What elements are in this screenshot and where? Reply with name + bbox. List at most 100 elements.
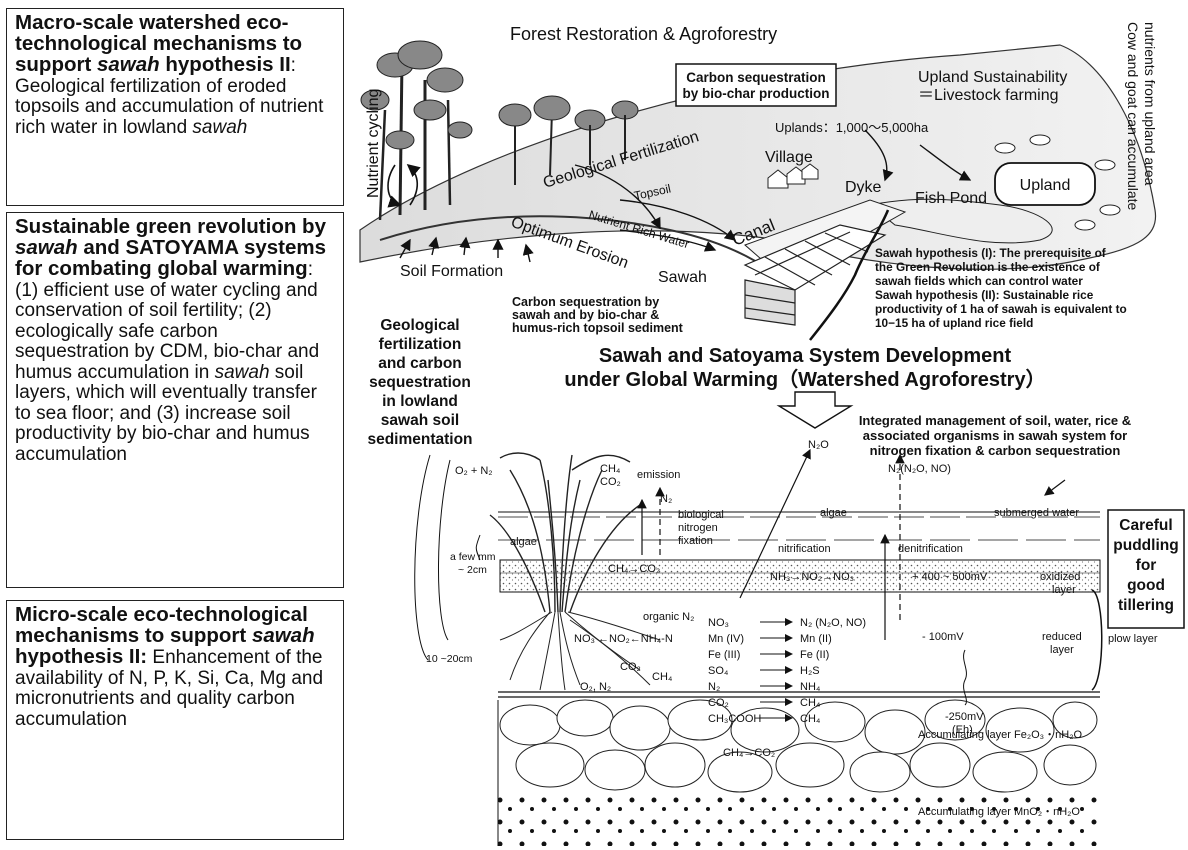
mv-high-label: + 400 ~ 500mV [912, 571, 988, 583]
dyke-label: Dyke [845, 179, 882, 196]
green-revolution-panel: Sustainable green revolution by sawah an… [6, 212, 344, 588]
redox-right-item: NH₄ [800, 681, 821, 693]
two-cm-label: ~ 2cm [458, 564, 487, 576]
careful-line-4: good [1127, 577, 1165, 594]
integrated-line-3: nitrogen fixation & carbon sequestration [870, 443, 1121, 458]
plow-layer-label: plow layer [1108, 633, 1158, 645]
root-ch4-label: CH₄ [652, 671, 673, 683]
geological-fertilization-block: Geological fertilization and carbon sequ… [367, 317, 472, 448]
macro-scale-panel: Macro-scale watershed eco-technological … [6, 8, 344, 206]
cs-sawah-2: sawah and by bio-char & [512, 308, 659, 322]
o2-n2-label: O₂ + N₂ [455, 465, 493, 477]
geo-line-5: in lowland [382, 393, 458, 410]
down-arrow-icon [779, 392, 851, 428]
mv-100-label: - 100mV [922, 631, 964, 643]
cow-note-2: nutrients from upland area [1142, 22, 1158, 186]
ch4-label: CH₄ [600, 463, 621, 475]
bio-line-1: biological [678, 509, 724, 521]
co2-label: CO₂ [600, 476, 621, 488]
cs-sawah-1: Carbon sequestration by [512, 295, 659, 309]
n2o-label: N₂O [808, 439, 829, 451]
geo-line-7: sedimentation [367, 431, 472, 448]
panel-title: Macro-scale watershed eco-technological … [15, 11, 302, 76]
redox-left-item: NO₃ [708, 617, 729, 629]
careful-line-3: for [1136, 557, 1157, 574]
geo-line-2: fertilization [379, 336, 462, 353]
redox-right-item: H₂S [800, 665, 820, 677]
accum-mn-label: Accumulating layer MnO₂・nH₂O [918, 806, 1080, 818]
integrated-line-1: Integrated management of soil, water, ri… [859, 413, 1131, 428]
cs-sawah-3: humus-rich topsoil sediment [512, 321, 684, 335]
carbon-box-line1: Carbon sequestration [686, 70, 826, 85]
redox-left-item: CO₂ [708, 697, 729, 709]
redox-left-item: CH₃COOH [708, 713, 761, 725]
redox-right-item: Fe (II) [800, 649, 829, 661]
organic-n-label: organic N₂ [643, 611, 694, 623]
denitrification-label: denitrification [898, 543, 963, 555]
redox-left-item: Mn (IV) [708, 633, 744, 645]
cow-note-1: Cow and goat can accumulate [1125, 22, 1141, 211]
redox-right-item: Mn (II) [800, 633, 832, 645]
hypothesis-2-line1: Sawah hypothesis (II): Sustainable rice [875, 288, 1094, 302]
ch4-co2-label: CH₄→CO₂ [608, 563, 660, 575]
oxidized-line-1: oxidized [1040, 571, 1080, 583]
redox-right-item: N₂ (N₂O, NO) [800, 617, 866, 629]
hypothesis-2-line3: 10−15 ha of upland rice field [875, 316, 1033, 330]
root-co2-label: CO₂ [620, 661, 641, 673]
upland-sustainability: Upland Sustainability [918, 69, 1067, 86]
nh3-chain-label: NH₃→NO₂→NO₃ [770, 571, 854, 583]
panel-title: Sustainable green revolution by sawah an… [15, 215, 326, 280]
geo-line-3: and carbon [378, 355, 462, 372]
bio-line-3: fixation [678, 535, 713, 547]
livestock-label: ＝Livestock farming [918, 87, 1059, 104]
n2-label: N₂ [660, 493, 672, 505]
bio-line-2: nitrogen [678, 522, 718, 534]
village-label: Village [765, 149, 813, 166]
geo-line-6: sawah soil [381, 412, 459, 429]
forest-title: Forest Restoration & Agroforestry [510, 24, 777, 44]
rice-roots [500, 612, 660, 690]
few-mm-label: a few mm [450, 551, 496, 563]
hypothesis-1-line3: sawah fields which can control water [875, 274, 1083, 288]
reduced-line-1: reduced [1042, 631, 1082, 643]
system-title-line1: Sawah and Satoyama System Development [599, 345, 1012, 367]
sawah-label: Sawah [658, 269, 707, 286]
algae-left-label: algae [510, 536, 537, 548]
submerged-water-label: submerged water [994, 507, 1079, 519]
redox-left-item: N₂ [708, 681, 720, 693]
accum-fe-label: Accumulating layer Fe₂O₃・nH₂O [918, 729, 1082, 741]
geo-line-4: sequestration [369, 374, 471, 391]
careful-line-5: tillering [1118, 597, 1174, 614]
careful-line-2: puddling [1113, 537, 1178, 554]
hypothesis-2-line2: productivity of 1 ha of sawah is equival… [875, 302, 1127, 316]
redox-left-item: Fe (III) [708, 649, 740, 661]
mv-250-label: -250mV [945, 711, 984, 723]
redox-right-item: CH₄ [800, 713, 821, 725]
no3-chain-label: NO₃ ←NO₂←NH₄-N [574, 633, 673, 645]
emission-label: emission [637, 469, 680, 481]
carbon-box-line2: by bio-char production [683, 86, 830, 101]
soil-profile: O₂ + N₂ CH₄ CO₂ emission N₂ N₂O N₂(N₂O, … [415, 439, 1158, 846]
redox-right-item: CH₄ [800, 697, 821, 709]
integrated-line-2: associated organisms in sawah system for [863, 428, 1127, 443]
geo-line-1: Geological [380, 317, 459, 334]
landscape: Forest Restoration & Agroforestry Carbon… [360, 22, 1158, 340]
nitrification-label: nitrification [778, 543, 831, 555]
upland-label: Upland [1020, 177, 1071, 194]
system-title-line2: under Global Warming（Watershed Agrofores… [564, 368, 1045, 391]
fish-pond-label: Fish Pond [915, 190, 987, 207]
ch4-co2-lower-label: CH₄→CO₂ [723, 747, 775, 759]
redox-left-item: SO₄ [708, 665, 729, 677]
nutrient-cycling-label: Nutrient cycling [365, 89, 382, 198]
algae-right-label: algae [820, 507, 847, 519]
careful-line-1: Careful [1119, 517, 1172, 534]
watershed-diagram: Forest Restoration & Agroforestry Carbon… [340, 0, 1188, 850]
uplands-area: Uplands：1,000～5,000ha [775, 120, 929, 135]
nutrient-cycle-icon [388, 165, 417, 205]
n2-n2o-no-label: N₂(N₂O, NO) [888, 463, 951, 475]
micro-scale-panel: Micro-scale eco-technological mechanisms… [6, 600, 344, 840]
soil-formation-label: Soil Formation [400, 263, 503, 280]
hypothesis-1-line1: Sawah hypothesis (I): The prerequisite o… [875, 246, 1106, 260]
root-o2-n2-label: O₂, N₂ [580, 681, 611, 693]
hypothesis-1-line2: the Green Revolution is the existence of [875, 260, 1100, 274]
